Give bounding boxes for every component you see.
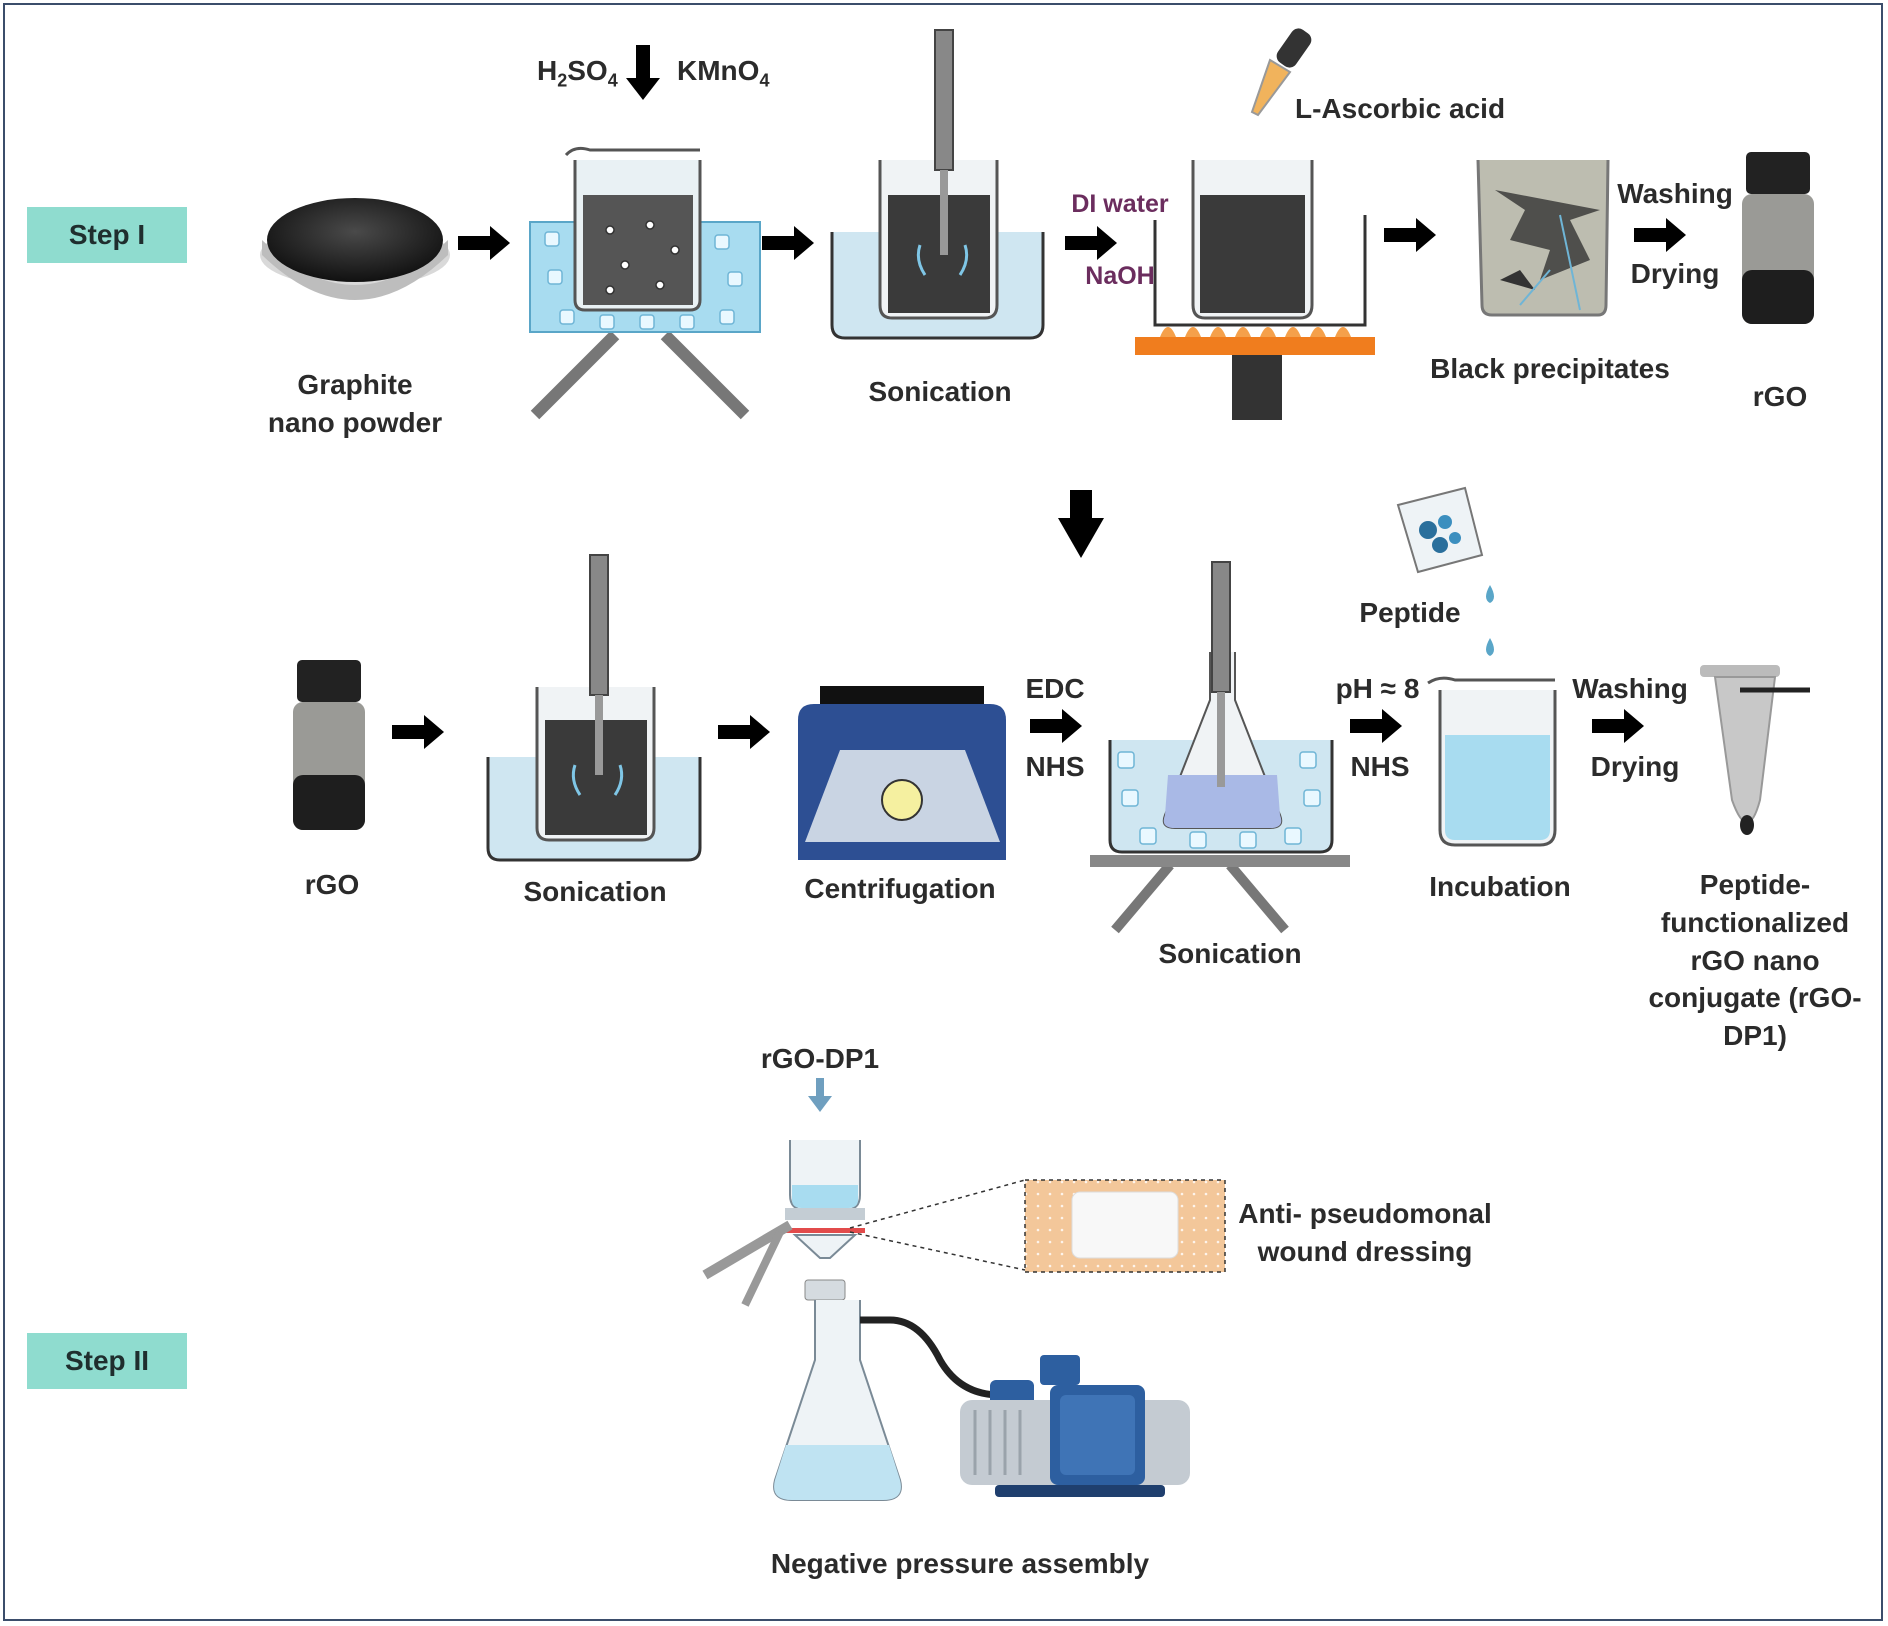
input-arrow xyxy=(808,1078,832,1112)
hotplate-beaker xyxy=(1135,160,1375,420)
acid-label: H2SO4 xyxy=(537,55,618,91)
rgo-vial-1 xyxy=(1742,152,1814,324)
nhs-label-1: NHS xyxy=(1025,751,1085,782)
eppendorf-tube xyxy=(1700,665,1810,835)
filtration-assembly xyxy=(702,1140,1001,1501)
drying-label-1: Drying xyxy=(1630,258,1720,289)
incubation-beaker xyxy=(1427,676,1557,847)
flask-sonication xyxy=(1090,561,1350,934)
edc-label: EDC xyxy=(1025,673,1085,704)
step-2-badge: Step II xyxy=(27,1333,187,1389)
washing-label-2: Washing xyxy=(1572,673,1688,704)
rgo-label-1: rGO xyxy=(1752,381,1808,412)
sonication-label-2: Sonication xyxy=(523,876,667,907)
ice-bath-beaker xyxy=(529,146,761,420)
arrow-2 xyxy=(762,226,814,260)
figure-frame xyxy=(3,3,1883,1621)
product-label: Peptide- functionalized rGO nano conjuga… xyxy=(1648,869,1862,1052)
sonication-bath-1 xyxy=(830,29,1045,340)
washing-label-1: Washing xyxy=(1617,178,1733,209)
rgo-dp1-input-label: rGO-DP1 xyxy=(760,1043,880,1074)
step-1-badge: Step I xyxy=(27,207,187,263)
arrow-1 xyxy=(458,226,510,260)
centrifuge xyxy=(798,686,1006,860)
graphite-bowl xyxy=(260,198,450,300)
arrow-5 xyxy=(1634,218,1686,252)
arrow-8 xyxy=(1030,709,1082,743)
precipitate-beaker xyxy=(1476,159,1610,317)
incubation-label: Incubation xyxy=(1429,871,1571,902)
peptide-label: Peptide xyxy=(1359,597,1461,628)
nhs-label-2: NHS xyxy=(1350,751,1410,782)
di-water-label: DI water xyxy=(1071,190,1169,218)
dressing-label: Anti- pseudomonal wound dressing xyxy=(1238,1198,1492,1267)
graphite-label: Graphite nano powder xyxy=(267,369,443,438)
drying-label-2: Drying xyxy=(1590,751,1680,782)
assembly-label: Negative pressure assembly xyxy=(770,1548,1150,1579)
peptide-beaker-icon xyxy=(1396,486,1484,574)
row-transition-arrow xyxy=(1058,490,1104,558)
oxidant-label: KMnO4 xyxy=(677,55,770,91)
wound-dressing xyxy=(1024,1179,1226,1273)
arrow-10 xyxy=(1592,709,1644,743)
sonication-bath-2 xyxy=(486,554,702,862)
zoom-lines xyxy=(849,1179,1026,1271)
ascorbic-label: L-Ascorbic acid xyxy=(1295,93,1506,124)
arrow-6 xyxy=(392,715,444,749)
dropper-icon xyxy=(1250,28,1312,117)
sonication-label-1: Sonication xyxy=(868,376,1012,407)
rgo-label-2: rGO xyxy=(304,869,360,900)
vacuum-pump xyxy=(960,1355,1190,1497)
ph-label: pH ≈ 8 xyxy=(1335,673,1420,704)
arrow-7 xyxy=(718,715,770,749)
naoh-label: NaOH xyxy=(1085,262,1155,290)
black-precipitates-label: Black precipitates xyxy=(1430,353,1670,384)
arrow-3 xyxy=(1065,226,1117,260)
centrifugation-label: Centrifugation xyxy=(804,873,996,904)
arrow-9 xyxy=(1350,709,1402,743)
arrow-4 xyxy=(1384,218,1436,252)
rgo-vial-2 xyxy=(293,660,365,830)
reagent-arrow xyxy=(626,45,660,100)
droplets xyxy=(1486,585,1494,656)
sonication-label-3: Sonication xyxy=(1158,938,1302,969)
